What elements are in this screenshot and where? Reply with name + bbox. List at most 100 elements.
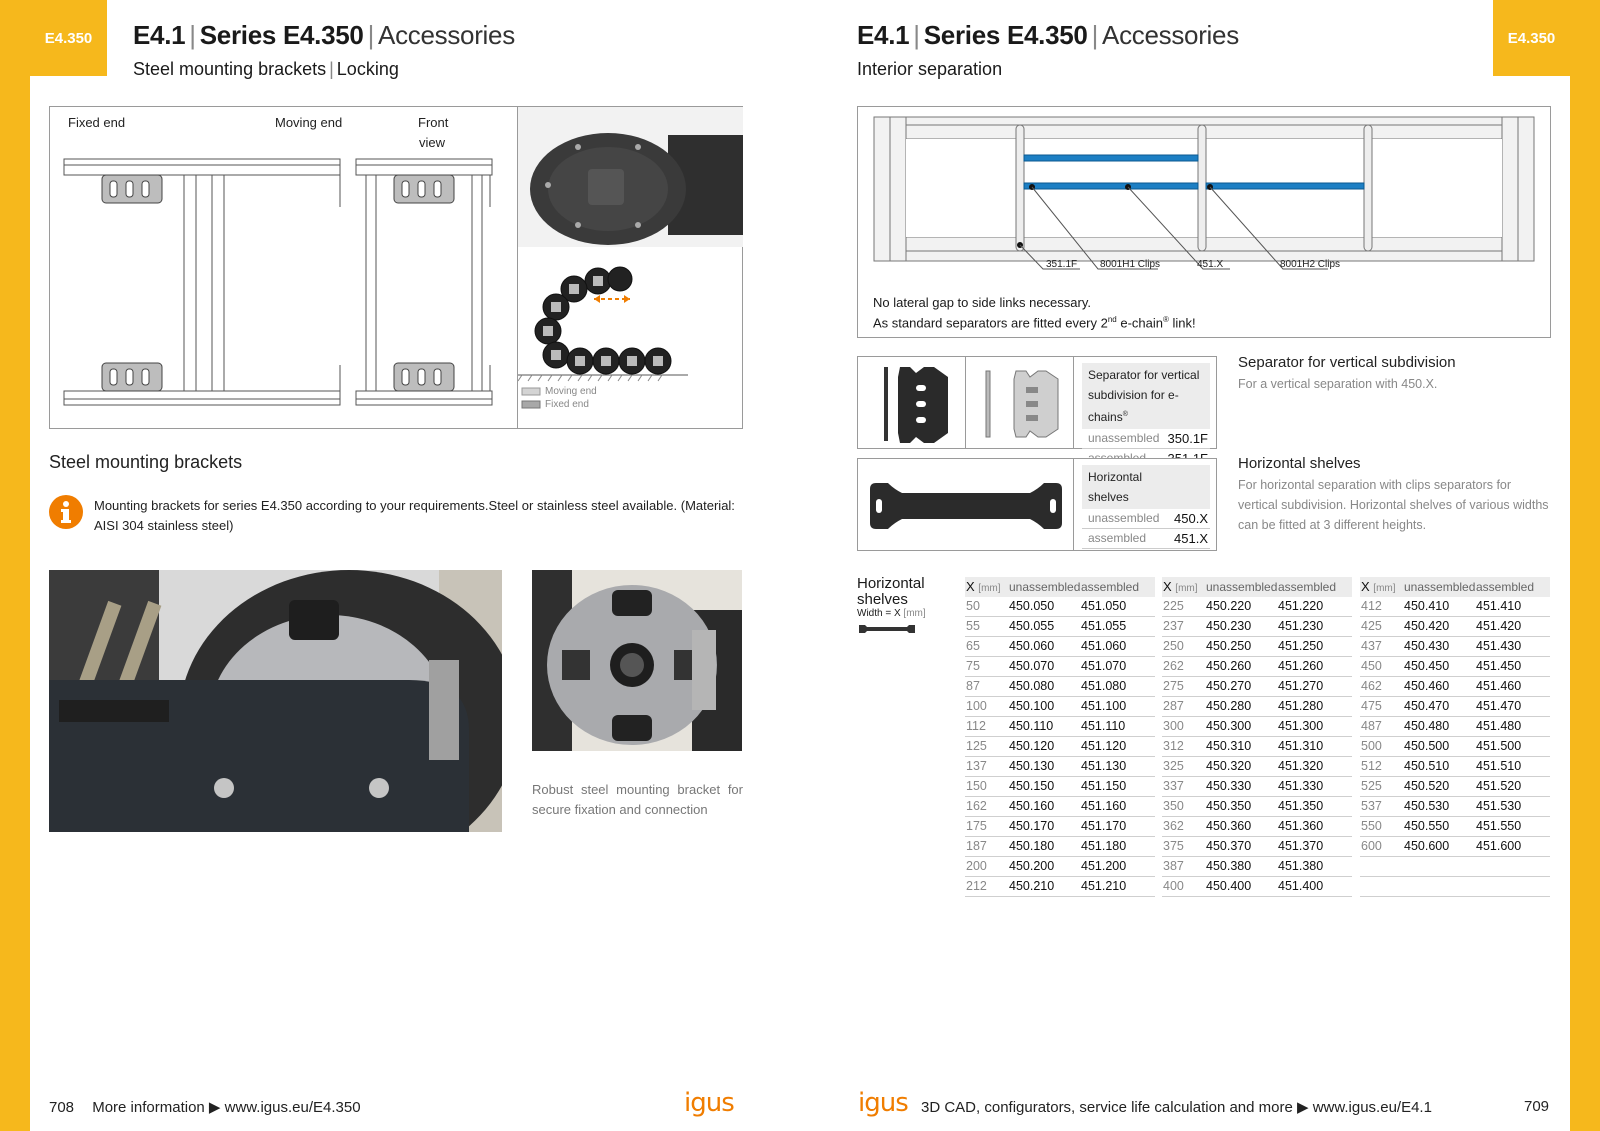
separator-image-assembled [966, 357, 1074, 448]
cell-unassembled: 450.070 [1009, 659, 1055, 673]
cell-unassembled: 450.280 [1206, 699, 1252, 713]
label-view: view [419, 135, 446, 150]
cell-width-x: 75 [966, 659, 980, 673]
cell-unassembled: 450.450 [1404, 659, 1450, 673]
cell-width-x: 50 [966, 599, 980, 613]
cell-assembled: 451.270 [1278, 679, 1324, 693]
cell-width-x: 212 [966, 879, 987, 893]
cell-unassembled: 450.530 [1404, 799, 1450, 813]
cell-width-x: 250 [1163, 639, 1184, 653]
table-row [1360, 877, 1550, 897]
cell-width-x: 600 [1361, 839, 1382, 853]
cell-width-x: 362 [1163, 819, 1184, 833]
cad-configurators-link[interactable]: 3D CAD, configurators, service life calc… [921, 1099, 1432, 1116]
cell-width-x: 400 [1163, 879, 1184, 893]
label-351-1f: 351.1F [1046, 259, 1078, 270]
cell-width-x [1360, 857, 1404, 876]
cell-assembled: 451.260 [1278, 659, 1324, 673]
cell-width-x: 500 [1361, 739, 1382, 753]
igus-logo-left: igus [684, 1088, 735, 1118]
cell-width-x: 125 [966, 739, 987, 753]
cell-assembled: 451.170 [1081, 819, 1127, 833]
cell-assembled [1476, 877, 1548, 896]
cell-unassembled: 450.360 [1206, 819, 1252, 833]
cell-width-x: 425 [1361, 619, 1382, 633]
cell-unassembled: 450.310 [1206, 739, 1252, 753]
header-x: X [mm] [1361, 579, 1396, 594]
right-page-title: E4.1|Series E4.350|Accessories [857, 20, 1239, 50]
separation-diagram-box: 351.1F 8001H1 Clips 451.X 8001H2 Clips N… [857, 106, 1551, 338]
cell-unassembled: 450.370 [1206, 839, 1252, 853]
cell-assembled: 451.055 [1081, 619, 1127, 633]
cell-unassembled: 450.270 [1206, 679, 1252, 693]
cell-unassembled: 450.320 [1206, 759, 1252, 773]
cell-width-x: 100 [966, 699, 987, 713]
more-info-link[interactable]: More information ▶ www.igus.eu/E4.350 [92, 1099, 361, 1116]
cell-assembled: 451.150 [1081, 779, 1127, 793]
cell-width-x [1360, 877, 1404, 896]
separator-product-box: Separator for vertical subdivision for e… [857, 356, 1217, 469]
cell-unassembled: 450.260 [1206, 659, 1252, 673]
cell-width-x: 412 [1361, 599, 1382, 613]
cell-unassembled: 450.230 [1206, 619, 1252, 633]
cell-width-x: 462 [1361, 679, 1382, 693]
cell-unassembled: 450.170 [1009, 819, 1055, 833]
left-page-title: E4.1|Series E4.350|Accessories [133, 20, 515, 50]
shelves-title: Horizontal shelves [1238, 455, 1361, 472]
title-chapter: E4.1 [857, 20, 910, 50]
cell-unassembled: 450.150 [1009, 779, 1055, 793]
cell-assembled: 451.160 [1081, 799, 1127, 813]
title-section: Accessories [378, 20, 515, 50]
cell-width-x: 550 [1361, 819, 1382, 833]
header-unassembled: unassembled [1404, 580, 1476, 594]
right-margin-bar [1570, 0, 1600, 1131]
cell-width-x: 437 [1361, 639, 1382, 653]
table-width-label: Width = X [mm] [857, 608, 926, 619]
cell-width-x: 537 [1361, 799, 1382, 813]
cell-assembled: 451.370 [1278, 839, 1324, 853]
bracket-photo-small [532, 570, 742, 751]
cell-width-x: 87 [966, 679, 980, 693]
photo-caption: Robust steel mounting bracket for secure… [532, 782, 743, 817]
cell-assembled: 451.470 [1476, 699, 1522, 713]
legend-moving-end: Moving end [545, 386, 597, 397]
cell-unassembled: 450.400 [1206, 879, 1252, 893]
cell-unassembled: 450.250 [1206, 639, 1252, 653]
cell-width-x: 375 [1163, 839, 1184, 853]
cell-assembled: 451.180 [1081, 839, 1127, 853]
title-section: Accessories [1102, 20, 1239, 50]
cell-unassembled: 450.470 [1404, 699, 1450, 713]
cell-assembled: 451.080 [1081, 679, 1127, 693]
label-front: Front [418, 115, 449, 130]
cell-assembled: 451.100 [1081, 699, 1127, 713]
bracket-drawing-box: Fixed end Moving end Front view [49, 106, 743, 429]
cell-width-x: 200 [966, 859, 987, 873]
separation-diagram [873, 116, 1535, 270]
right-page-tab: E4.350 [1493, 0, 1570, 76]
left-page-number: 708 [49, 1099, 75, 1116]
cell-assembled: 451.450 [1476, 659, 1522, 673]
cell-width-x: 387 [1163, 859, 1184, 873]
cell-unassembled [1404, 857, 1476, 876]
cell-unassembled: 450.460 [1404, 679, 1450, 693]
title-series: Series E4.350 [199, 20, 364, 50]
